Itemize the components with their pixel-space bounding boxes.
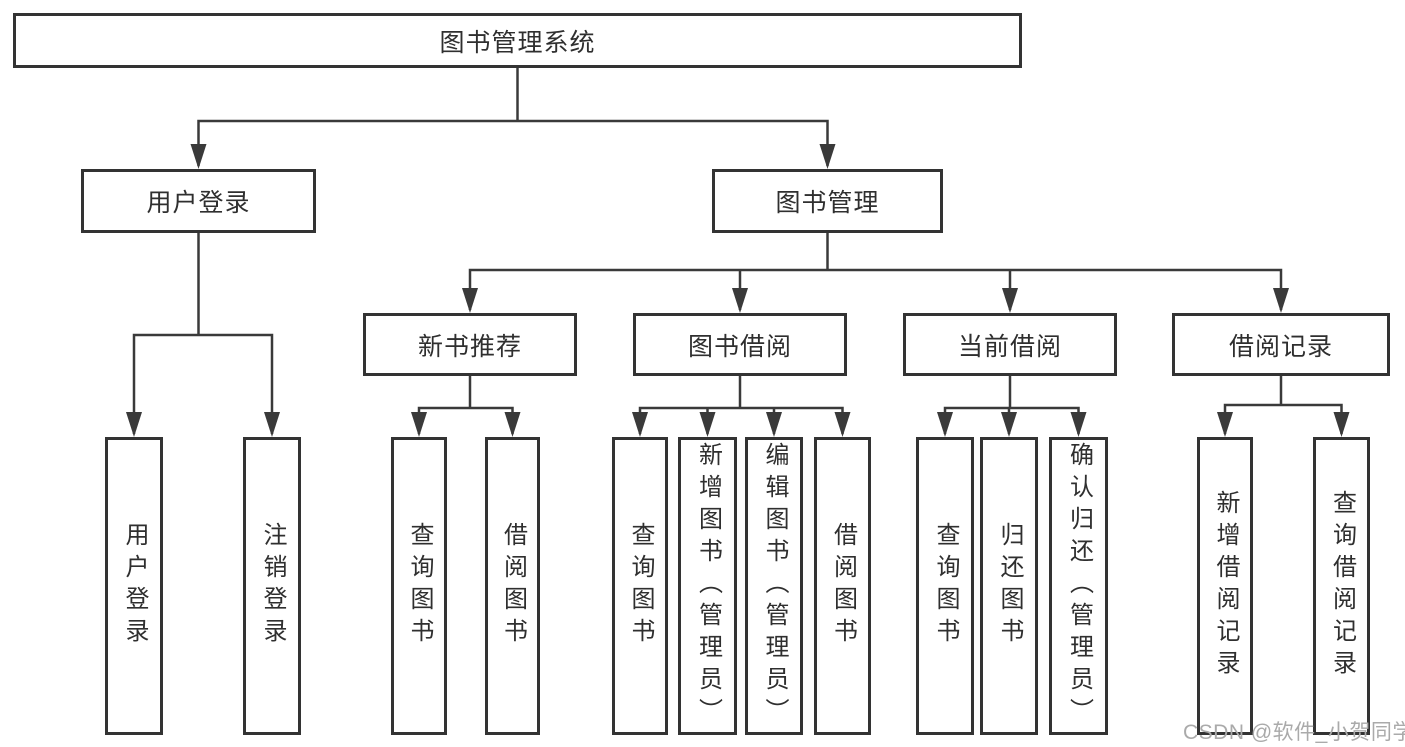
leaf-label: 借阅图书 (829, 522, 857, 650)
leaf-edit-books-admin: 编辑图书（管理员） (745, 437, 803, 735)
leaf-return-books: 归还图书 (980, 437, 1038, 735)
node-user-login: 用户登录 (81, 169, 316, 233)
leaf-label: 用户登录 (121, 522, 148, 650)
leaf-borrow-books: 借阅图书 (814, 437, 871, 735)
leaf-label: 查询图书 (932, 522, 959, 650)
leaf-label: 新增图书（管理员） (694, 442, 722, 730)
leaf-logout: 注销登录 (243, 437, 301, 735)
leaf-query-books-current: 查询图书 (916, 437, 974, 735)
leaf-label: 查询图书 (406, 522, 433, 650)
leaf-label: 新增借阅记录 (1212, 490, 1239, 682)
node-new-book-recommend: 新书推荐 (363, 313, 577, 376)
node-borrowing-records: 借阅记录 (1172, 313, 1390, 376)
leaf-label: 归还图书 (996, 522, 1023, 650)
node-book-borrowing: 图书借阅 (633, 313, 847, 376)
leaf-label: 借阅图书 (499, 522, 527, 650)
csdn-watermark: CSDN @软件_小贺同学 (1183, 721, 1405, 744)
leaf-user-login: 用户登录 (105, 437, 163, 735)
leaf-label: 注销登录 (259, 522, 286, 650)
leaf-borrow-books-recommend: 借阅图书 (485, 437, 540, 735)
leaf-label: 查询图书 (627, 522, 654, 650)
node-library-system: 图书管理系统 (13, 13, 1022, 68)
node-current-borrowing: 当前借阅 (903, 313, 1117, 376)
leaf-add-books-admin: 新增图书（管理员） (678, 437, 737, 735)
leaf-query-books-borrow: 查询图书 (612, 437, 668, 735)
leaf-query-borrow-record: 查询借阅记录 (1313, 437, 1370, 735)
leaf-label: 查询借阅记录 (1328, 490, 1356, 682)
leaf-label: 编辑图书（管理员） (761, 442, 788, 730)
leaf-confirm-return-admin: 确认归还（管理员） (1049, 437, 1108, 735)
node-book-management: 图书管理 (712, 169, 943, 233)
leaf-query-books-recommend: 查询图书 (391, 437, 447, 735)
leaf-add-borrow-record: 新增借阅记录 (1197, 437, 1253, 735)
leaf-label: 确认归还（管理员） (1065, 442, 1093, 730)
